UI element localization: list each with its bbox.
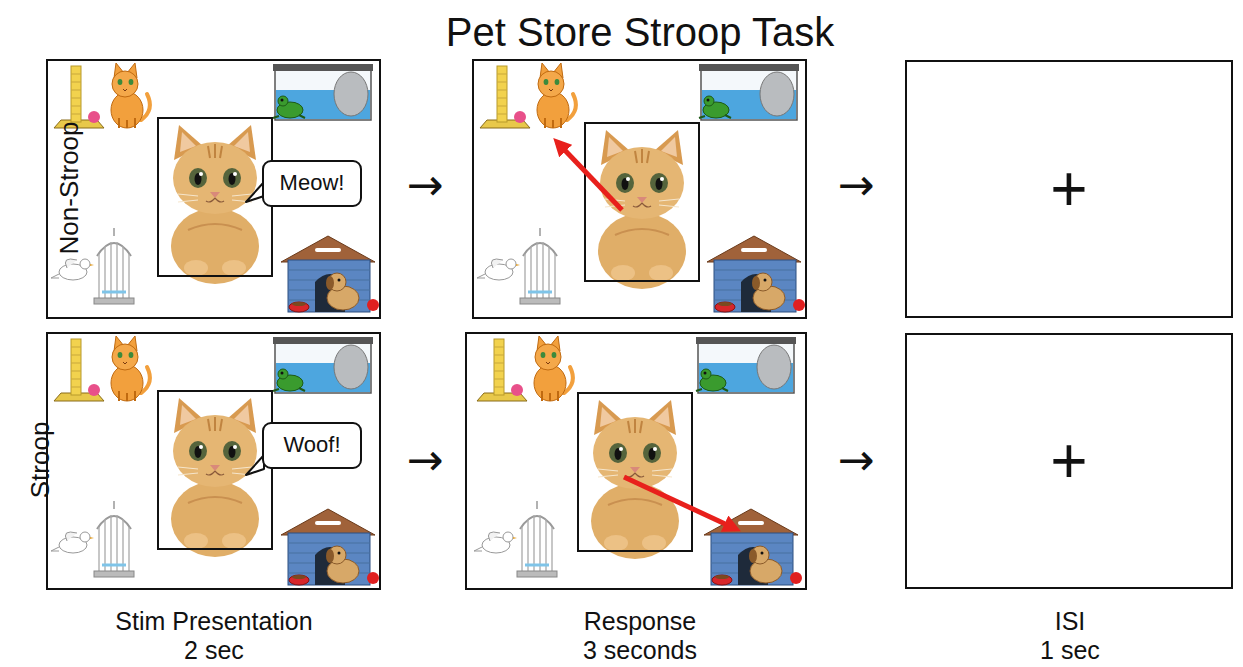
illustration-part [158,118,272,284]
illustration-part [158,391,272,557]
illustration-part [158,391,272,549]
fixation-screen: + [905,60,1233,318]
stim-panel [47,60,380,318]
speech-bubble: Meow! [262,160,362,207]
speech-bubble: Woof! [262,422,362,469]
illustration-part [578,393,692,559]
row-label: Stroop [26,422,56,499]
sequence-arrow: → [838,160,875,211]
diagram-title: Pet Store Stroop Task [446,9,834,55]
illustration-part [47,60,380,318]
illustration-part [158,118,272,284]
stim-panel [47,333,380,589]
fixation-screen: + [905,333,1233,589]
illustration-part [466,333,806,589]
illustration-part [585,123,699,281]
fixation-cross: + [1050,426,1087,496]
illustration-part [474,336,802,585]
sequence-arrow: → [838,435,875,486]
illustration-part [474,336,802,585]
phase-caption: Response [584,607,697,636]
illustration-part [158,391,272,557]
illustration-part [585,123,699,289]
sequence-arrow: → [407,435,444,486]
duration-caption: 1 sec [1040,636,1100,665]
illustration-part [578,393,692,551]
duration-caption: 3 seconds [583,636,697,665]
illustration-part [557,142,622,210]
response-panel [466,333,806,589]
speech-text: Meow! [280,171,345,195]
illustration-part [158,118,272,276]
illustration-part [473,60,806,318]
speech-text: Woof! [283,433,340,457]
duration-caption: 2 sec [184,636,244,665]
illustration-part [578,393,692,559]
phase-caption: Stim Presentation [115,607,312,636]
response-panel [473,60,806,318]
illustration-part [51,63,379,312]
phase-caption: ISI [1055,607,1086,636]
illustration-part [624,477,736,529]
sequence-arrow: → [407,160,444,211]
fixation-cross: + [1050,154,1087,224]
illustration-part [51,336,379,585]
illustration-part [585,123,699,289]
illustration-part [477,63,805,312]
illustration-part [47,333,380,589]
row-label: Non-Stroop [55,122,85,255]
